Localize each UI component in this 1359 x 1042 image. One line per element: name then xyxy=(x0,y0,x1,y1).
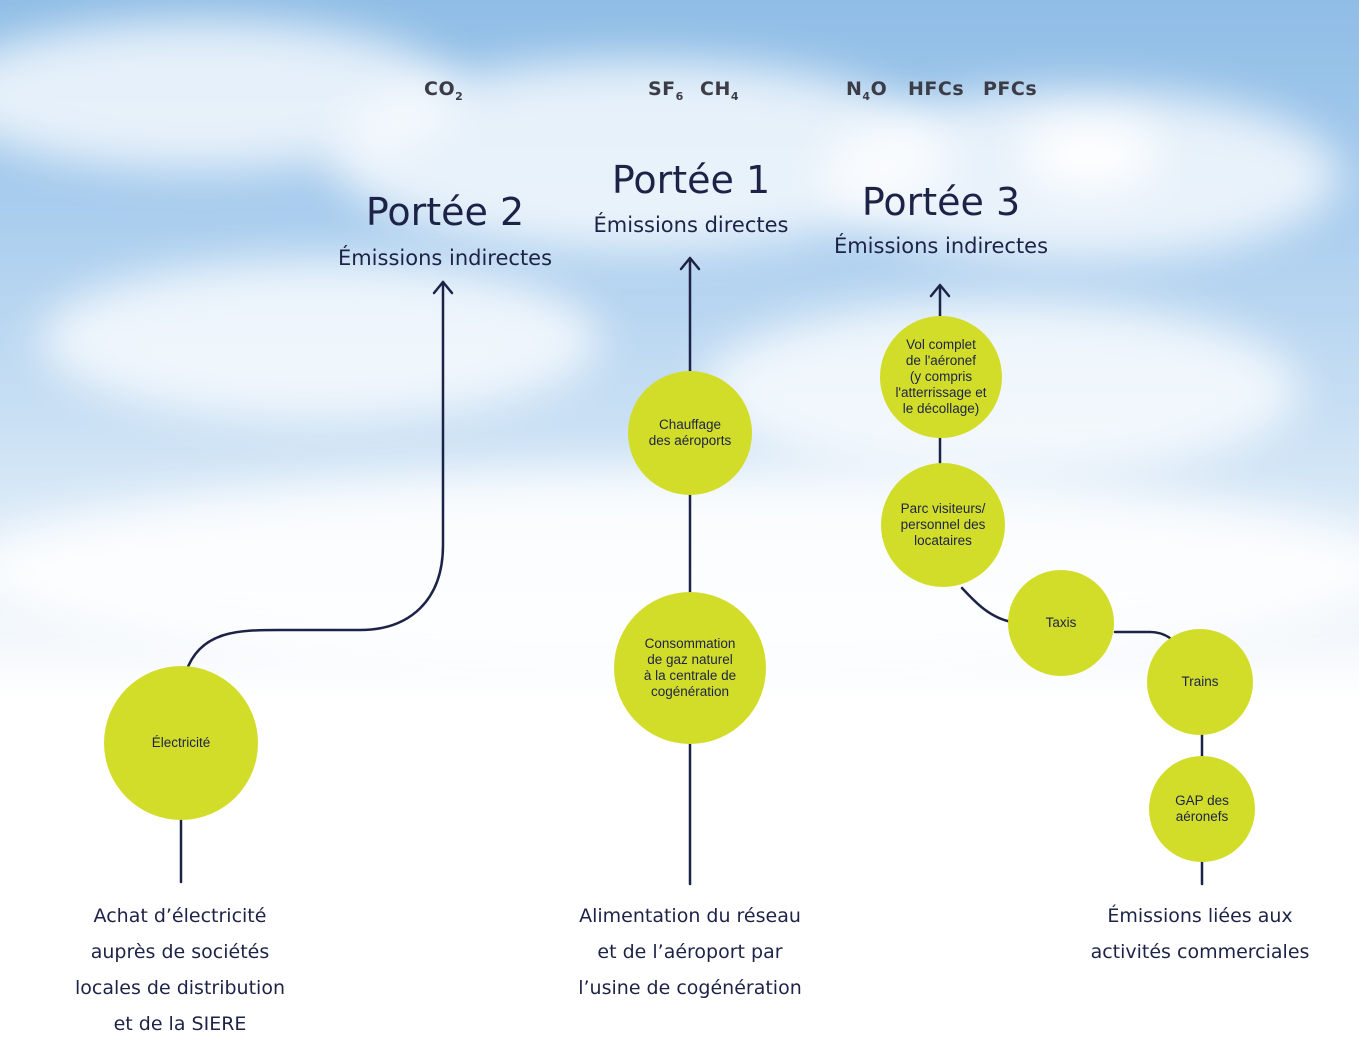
node-electricite: Électricité xyxy=(104,666,258,820)
scope1-arrowhead xyxy=(679,256,701,271)
node-gap: GAP des aéronefs xyxy=(1149,756,1255,862)
scope3-subtitle: Émissions indirectes xyxy=(833,234,1049,258)
scope2-curve xyxy=(184,280,445,674)
node-consommation: Consommation de gaz naturel à la central… xyxy=(614,592,766,744)
scope1-source-label: Alimentation du réseau et de l’aéroport … xyxy=(578,905,802,999)
gas-co2: CO2 xyxy=(424,78,464,103)
scope2-subtitle: Émissions indirectes xyxy=(337,246,553,270)
node-trains: Trains xyxy=(1147,629,1253,735)
node-vol: Vol complet de l'aéronef (y compris l'at… xyxy=(880,316,1002,438)
scope3-title: Portée 3 xyxy=(861,180,1021,224)
gas-hfcs: HFCs xyxy=(908,78,965,100)
gas-pfcs: PFCs xyxy=(983,78,1038,100)
scope3-curve-taxis xyxy=(960,586,1014,624)
scope3-source-label: Émissions liées aux activités commercial… xyxy=(1090,905,1310,963)
scope1-subtitle: Émissions directes xyxy=(593,213,789,237)
scope3-arrowhead xyxy=(929,283,951,298)
gas-sf6: SF6 xyxy=(648,78,684,103)
scope2-title: Portée 2 xyxy=(365,190,525,234)
node-parc: Parc visiteurs/ personnel des locataires xyxy=(881,463,1005,587)
scope2-arrowhead xyxy=(432,280,454,295)
node-taxis: Taxis xyxy=(1008,570,1114,676)
scope2-source-label: Achat d’électricité auprès de sociétés l… xyxy=(75,905,285,1035)
gas-n2o: N4O xyxy=(846,78,888,103)
scope1-title: Portée 1 xyxy=(611,158,771,202)
gas-ch4: CH4 xyxy=(700,78,740,103)
node-chauffage: Chauffage des aéroports xyxy=(628,371,752,495)
sky-background xyxy=(0,0,1359,700)
